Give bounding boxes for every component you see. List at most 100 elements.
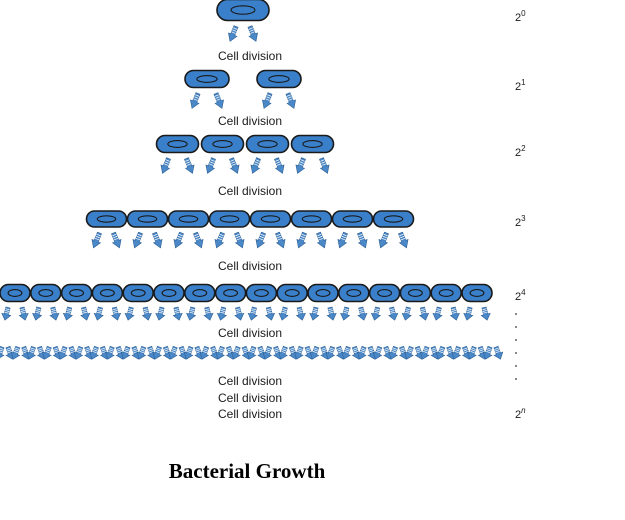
division-arrow [132,231,143,249]
division-arrow [183,345,194,360]
bacterium-cell [167,210,210,228]
division-arrow [32,306,43,321]
bacterium-cell [256,69,302,89]
division-arrow [337,231,348,249]
bacterium-cell [85,210,128,228]
division-arrow [309,306,320,321]
cells-layer [0,0,493,303]
bacterium-cell [290,134,335,154]
division-arrow [234,306,245,321]
division-label: Cell division [218,391,282,405]
division-arrow [356,345,367,360]
division-arrow [1,306,12,321]
division-arrow [73,345,84,360]
division-arrow [480,306,491,321]
bacterium-cell [208,210,251,228]
division-arrow [91,231,102,249]
division-arrow [435,345,446,360]
division-label: Cell division [218,114,282,128]
division-arrow [89,345,100,360]
division-arrow [398,231,409,249]
division-label: Cell division [218,259,282,273]
division-arrow [449,306,460,321]
bacterium-cell [461,283,493,303]
division-arrow [493,345,504,360]
bacterium-cell [372,210,415,228]
division-arrow [262,345,273,360]
division-arrow [215,345,225,360]
division-arrow [62,306,74,321]
division-arrow [173,231,184,249]
division-arrow [463,306,474,321]
division-arrow [419,345,430,360]
division-labels: Cell division Cell division Cell divisio… [218,49,282,421]
bacterium-cell [184,69,230,89]
division-label: Cell division [218,49,282,63]
bacterium-cell [245,134,290,154]
division-arrow [388,345,399,360]
division-arrow [295,157,306,174]
division-arrow [234,231,245,249]
division-arrow [111,231,122,249]
division-arrow [285,92,296,109]
division-arrow [378,231,389,249]
division-arrow [213,92,224,109]
bacterium-cell [368,283,401,303]
division-arrow [0,345,5,360]
division-arrow [418,306,430,321]
division-arrow [205,157,216,174]
division-arrow [120,345,131,360]
bacterium-cell [399,283,432,303]
division-label: Cell division [218,184,282,198]
ellipsis-dot [515,378,517,380]
division-arrow [482,345,493,360]
bacterium-cell [214,283,247,303]
bacterium-cell [122,283,154,303]
division-arrow [80,306,91,321]
ellipsis-dot [515,326,517,328]
division-arrow [199,345,210,360]
division-arrow [190,92,201,109]
division-arrow [247,25,258,42]
division-arrow [274,157,285,174]
bacterium-cell [337,283,370,303]
division-arrow [255,231,266,249]
division-arrow [275,231,286,249]
division-arrow [214,231,225,249]
division-arrow [93,306,104,321]
division-arrow [124,306,135,321]
power-labels: 20 21 22 23 24 2n [515,9,526,421]
division-arrow [152,231,163,249]
division-arrow [160,157,171,174]
division-arrow [152,345,162,360]
division-arrow [401,306,412,321]
division-arrow [250,157,261,174]
bacterium-cell [290,210,333,228]
division-arrow [193,231,204,249]
division-label: Cell division [218,407,282,421]
bacterium-cell [60,283,93,303]
division-arrow [18,306,29,321]
division-arrow [357,231,368,249]
ellipsis-dot [515,339,517,341]
bacterium-cell [29,283,62,303]
division-arrow [230,345,241,360]
bacterium-cell [307,283,339,303]
bacterium-cell [0,283,31,303]
division-arrow [372,345,383,360]
division-arrow [451,345,462,360]
bacterium-cell [200,134,245,154]
division-arrow [10,345,21,360]
division-arrow [293,345,304,360]
bacterium-cell [184,283,216,303]
division-arrow [316,231,327,249]
division-arrow [432,306,443,321]
power-label: 24 [515,288,526,303]
continuation-dots [515,313,517,380]
bacterium-cell [276,283,309,303]
division-arrow [49,306,60,321]
bacterium-cell [155,134,200,154]
division-arrow [325,345,336,360]
division-arrow [141,306,152,321]
ellipsis-dot [515,313,517,315]
